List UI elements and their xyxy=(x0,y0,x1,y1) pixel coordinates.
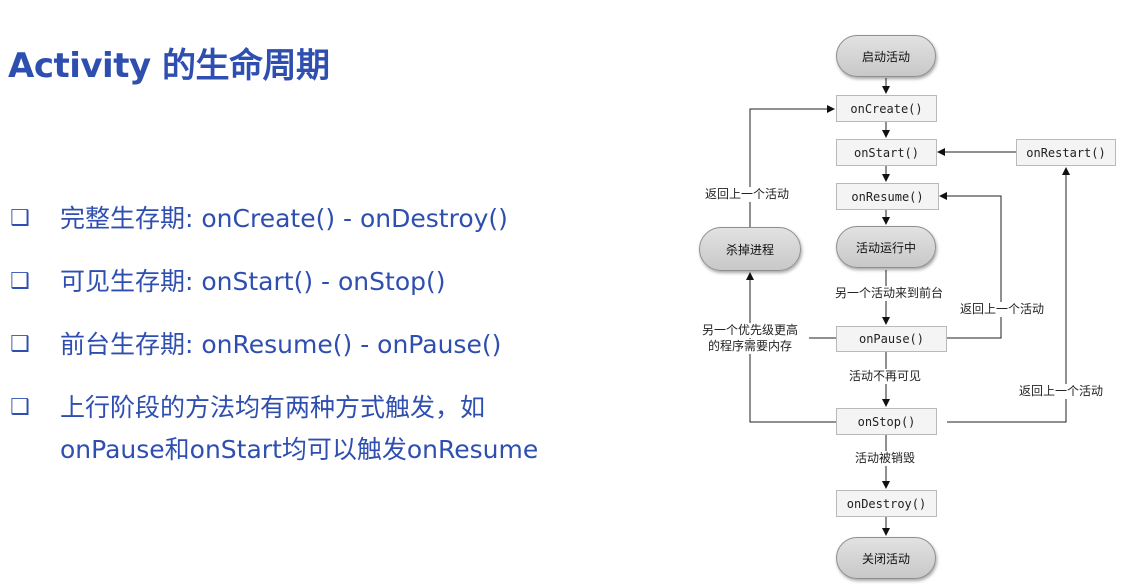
label-activity-destroyed: 活动被销毁 xyxy=(855,451,916,466)
page-title: Activity 的生命周期 xyxy=(8,46,330,86)
bullet-text: 前台生存期: onResume() - onPause() xyxy=(60,330,502,359)
bullet-text-line-2: onPause和onStart均可以触发onResume xyxy=(60,435,539,464)
activity-running-node: 活动运行中 xyxy=(836,226,936,268)
bullet-text-line-1: 上行阶段的方法均有两种方式触发，如 xyxy=(60,393,486,422)
on-stop-node: onStop() xyxy=(836,408,937,435)
label-back-to-previous-activity-right: 返回上一个活动 xyxy=(1019,384,1104,399)
on-start-node: onStart() xyxy=(836,139,937,166)
kill-process-node: 杀掉进程 xyxy=(699,227,801,271)
checkbox-bullet-icon: ❑ xyxy=(10,332,30,357)
on-pause-node: onPause() xyxy=(836,326,947,352)
label-back-to-previous-activity-left: 返回上一个活动 xyxy=(705,187,790,202)
checkbox-bullet-icon: ❑ xyxy=(10,269,30,294)
bullet-item-visible-lifetime: ❑ 可见生存期: onStart() - onStop() xyxy=(10,261,630,303)
bullet-text: 完整生存期: onCreate() - onDestroy() xyxy=(60,204,508,233)
bullet-item-entire-lifetime: ❑ 完整生存期: onCreate() - onDestroy() xyxy=(10,198,630,240)
bullet-item-trigger-note: ❑ 上行阶段的方法均有两种方式触发，如 onPause和onStart均可以触发… xyxy=(10,387,630,471)
bullet-text: 可见生存期: onStart() - onStop() xyxy=(60,267,446,296)
label-back-to-previous-activity-mid: 返回上一个活动 xyxy=(960,302,1045,317)
label-higher-priority-line-2: 的程序需要内存 xyxy=(708,339,793,354)
label-no-longer-visible: 活动不再可见 xyxy=(849,369,922,384)
arrow-pause-to-resume xyxy=(939,192,1002,339)
checkbox-bullet-icon: ❑ xyxy=(10,395,30,420)
checkbox-bullet-icon: ❑ xyxy=(10,206,30,231)
arrow-stop-to-restart xyxy=(947,167,1070,423)
on-resume-node: onResume() xyxy=(836,183,939,210)
label-another-activity-to-front: 另一个活动来到前台 xyxy=(835,286,944,301)
start-activity-node: 启动活动 xyxy=(836,35,936,77)
label-higher-priority-line-1: 另一个优先级更高 xyxy=(702,323,799,338)
bullet-item-foreground-lifetime: ❑ 前台生存期: onResume() - onPause() xyxy=(10,324,630,366)
arrow-kill-to-create xyxy=(749,105,835,235)
lifecycle-diagram: 启动活动 onCreate() onStart() onRestart() on… xyxy=(690,30,1120,584)
on-restart-node: onRestart() xyxy=(1016,139,1116,166)
close-activity-node: 关闭活动 xyxy=(836,537,936,579)
bullet-list: ❑ 完整生存期: onCreate() - onDestroy() ❑ 可见生存… xyxy=(10,198,630,471)
on-create-node: onCreate() xyxy=(836,95,937,122)
on-destroy-node: onDestroy() xyxy=(836,490,937,517)
arrow-stop-to-kill xyxy=(746,272,836,423)
